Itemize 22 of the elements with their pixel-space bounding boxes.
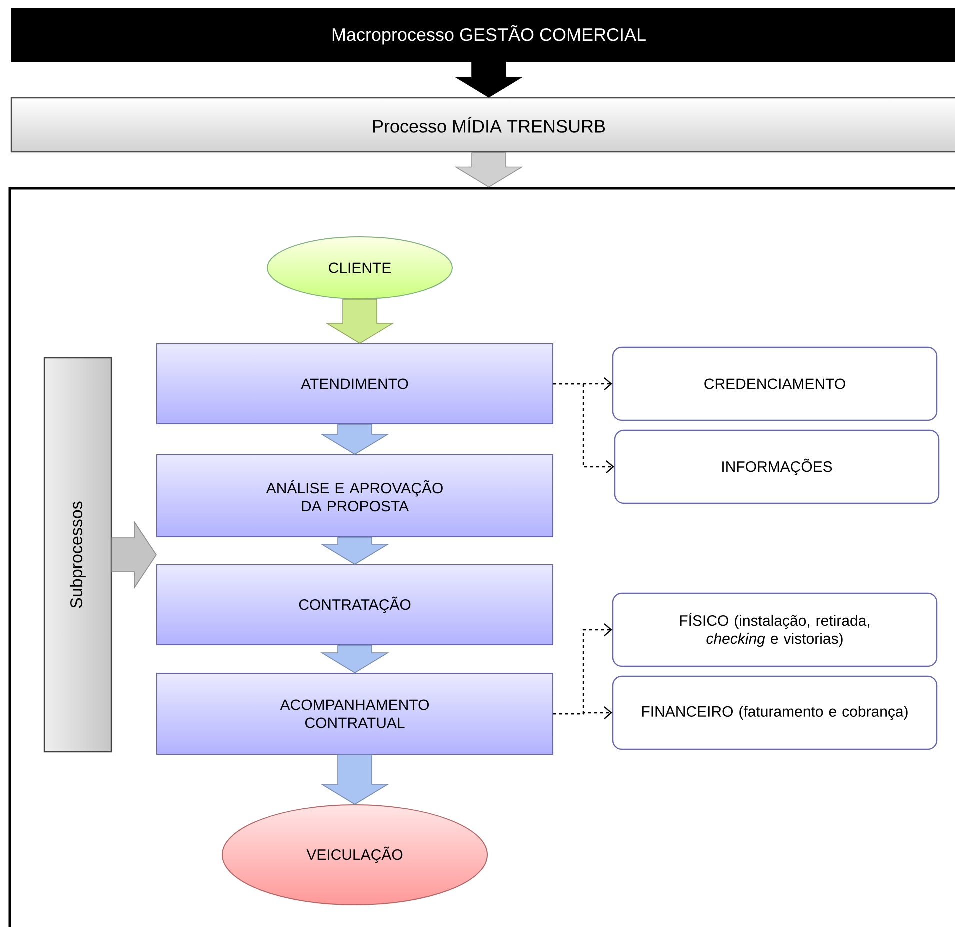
block-arrow — [320, 424, 390, 455]
process-box: ACOMPANHAMENTO CONTRATUAL — [156, 673, 554, 755]
side-bar: Subprocessos — [44, 357, 112, 753]
process-box: ATENDIMENTO — [156, 344, 554, 424]
block-arrow — [454, 62, 524, 98]
dashed-arrow — [554, 383, 614, 474]
block-arrow — [320, 645, 390, 674]
block-arrow — [112, 520, 157, 590]
title-bar: Macroprocesso GESTÃO COMERCIAL — [12, 8, 955, 62]
block-arrow — [326, 299, 394, 344]
dashed-arrow — [554, 706, 612, 720]
process-box: ANÁLISE E APROVAÇÃO DA PROPOSTA — [156, 454, 554, 538]
block-arrow — [454, 152, 524, 188]
block-arrow — [320, 537, 390, 565]
rounded-box: FINANCEIRO (faturamento e cobrança) — [612, 676, 938, 750]
process-bar: Processo MÍDIA TRENSURB — [10, 97, 955, 153]
process-box: CONTRATAÇÃO — [156, 564, 554, 646]
rounded-box: CREDENCIAMENTO — [612, 346, 938, 422]
rounded-box: FÍSICO (instalação, retirada, checking e vistorias) — [612, 592, 938, 668]
block-arrow — [320, 754, 390, 805]
frame-box — [8, 187, 955, 927]
rounded-box: INFORMAÇÕES — [614, 430, 940, 504]
